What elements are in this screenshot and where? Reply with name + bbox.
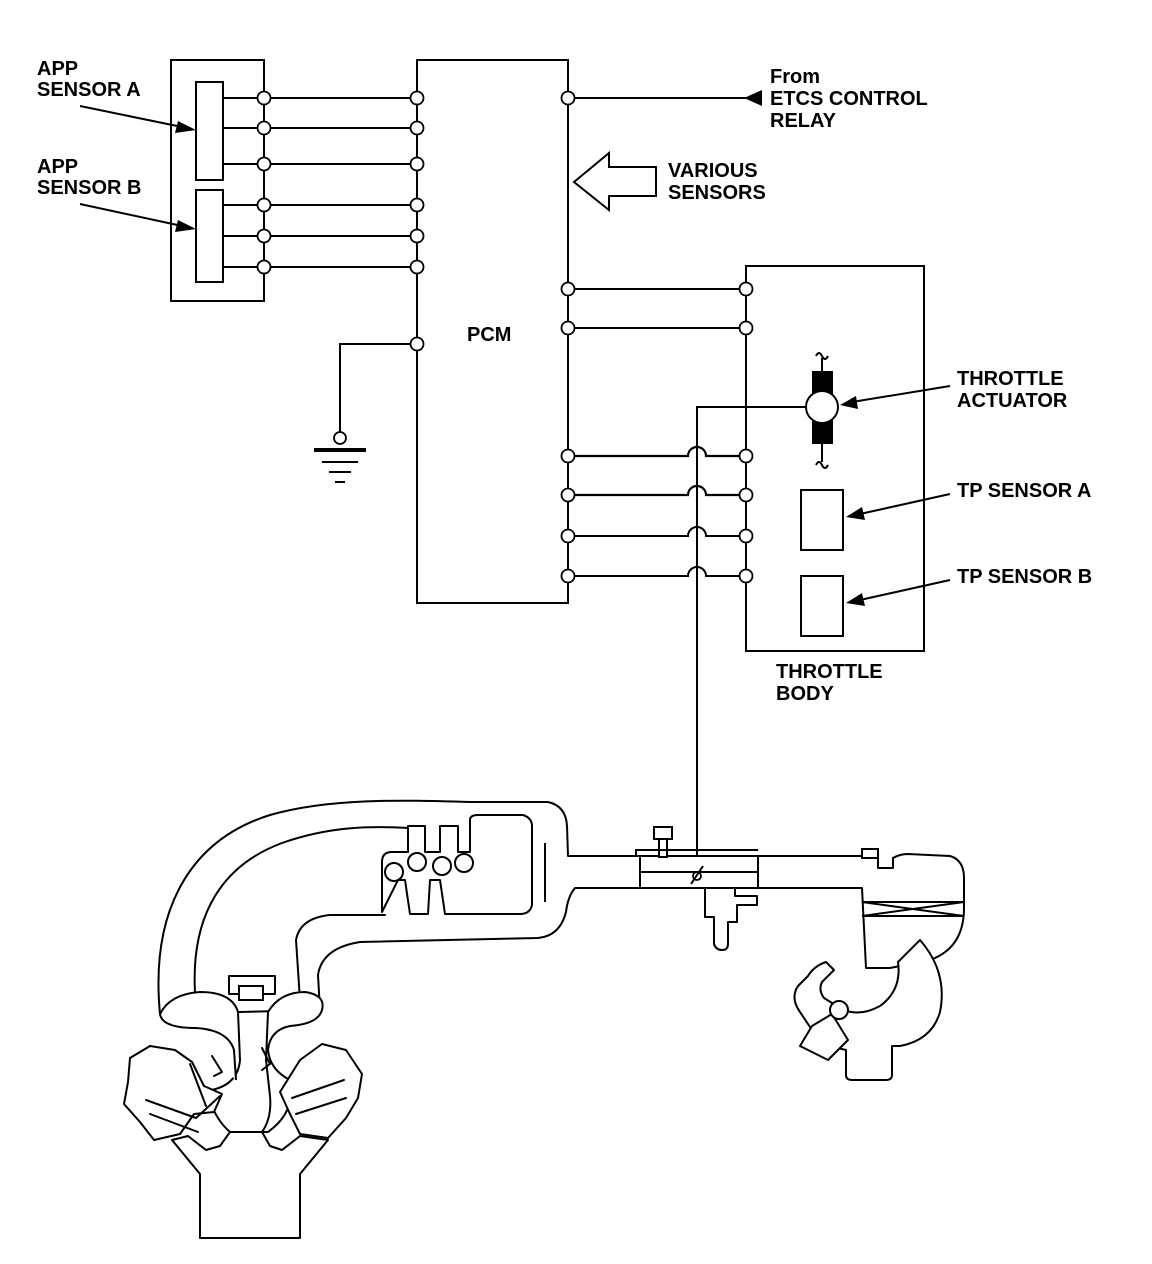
throttle-actuator <box>696 352 839 874</box>
pcm-to-throttle-motor-wires <box>568 288 746 329</box>
pcm-to-tp-sensor-wires <box>568 445 746 577</box>
app-sensor-a-element <box>195 81 224 181</box>
pcm-label: PCM <box>467 324 511 346</box>
terminals <box>256 90 754 584</box>
svg-text:APP: APP <box>37 156 78 178</box>
svg-text:ETCS CONTROL: ETCS CONTROL <box>770 88 928 110</box>
app-sensor-assembly <box>170 59 265 302</box>
tp-sensor-a-label: TP SENSOR A <box>957 480 1091 502</box>
throttle-body-label: THROTTLE BODY <box>776 661 883 705</box>
app-sensor-b-element <box>195 189 224 283</box>
ground-symbol-icon <box>314 343 417 483</box>
tp-sensor-a-arrow <box>846 493 951 520</box>
svg-text:APP: APP <box>37 58 78 80</box>
throttle-actuator-label: THROTTLE ACTUATOR <box>957 368 1068 412</box>
etcs-relay-feed <box>568 90 762 106</box>
svg-text:BODY: BODY <box>776 683 834 705</box>
svg-text:SENSOR B: SENSOR B <box>37 177 141 199</box>
tp-sensor-b-label: TP SENSOR B <box>957 566 1092 588</box>
app-sensor-b-label: APP SENSOR B <box>37 156 141 199</box>
svg-text:VARIOUS: VARIOUS <box>668 160 758 182</box>
throttle-actuator-arrow <box>840 385 951 409</box>
app-sensor-b-arrow <box>79 203 196 232</box>
app-sensor-a-label: APP SENSOR A <box>37 58 141 101</box>
svg-text:ACTUATOR: ACTUATOR <box>957 390 1068 412</box>
various-sensors-arrow-icon <box>572 150 657 213</box>
svg-text:SENSOR A: SENSOR A <box>37 79 141 101</box>
tp-sensor-a <box>800 489 844 551</box>
tp-sensor-b <box>800 575 844 637</box>
engine-intake-illustration <box>123 799 965 1239</box>
pcm-module: PCM <box>416 59 569 604</box>
tp-sensor-b-arrow <box>846 579 951 606</box>
svg-text:THROTTLE: THROTTLE <box>776 661 883 683</box>
svg-text:SENSORS: SENSORS <box>668 182 766 204</box>
app-sensor-a-arrow <box>79 105 196 133</box>
arrow-icon <box>744 90 762 106</box>
app-to-pcm-wires <box>264 97 417 268</box>
svg-text:RELAY: RELAY <box>770 110 837 132</box>
motor-icon <box>805 390 839 424</box>
etcs-relay-label: From ETCS CONTROL RELAY <box>770 66 928 132</box>
svg-text:THROTTLE: THROTTLE <box>957 368 1064 390</box>
various-sensors-label: VARIOUS SENSORS <box>668 160 766 204</box>
svg-text:From: From <box>770 66 820 88</box>
